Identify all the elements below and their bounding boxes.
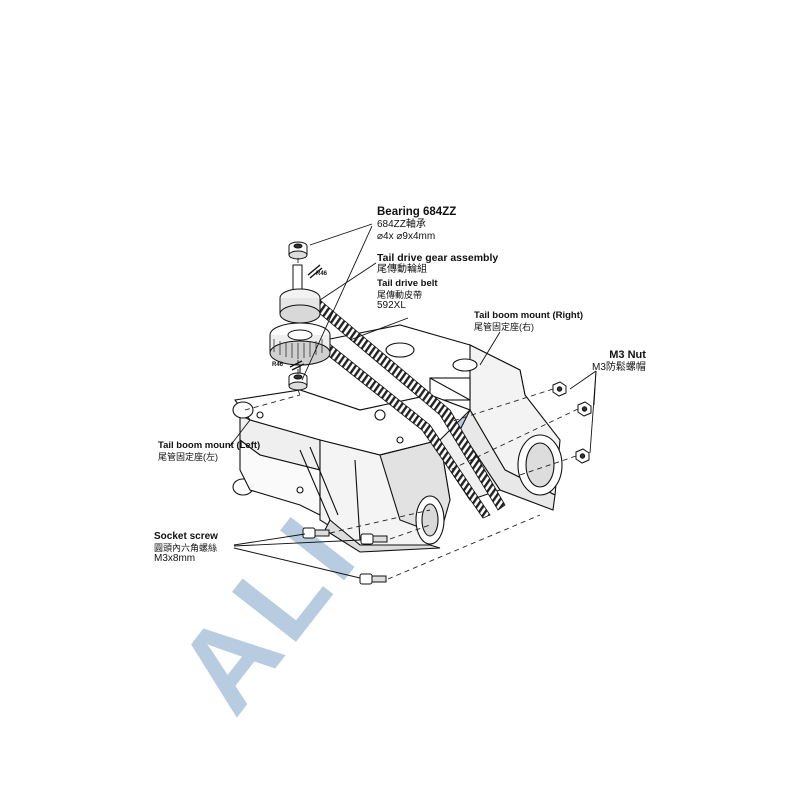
- tail-drive-gear-label-zh: 尾傳動輪組: [377, 264, 427, 276]
- tail-drive-belt-label: Tail drive belt 尾傳動皮帶 592XL: [377, 278, 438, 312]
- bearing-label-spec: ⌀4x ⌀9x4mm: [377, 230, 436, 242]
- bearing-label-zh: 684ZZ軸承: [377, 219, 426, 231]
- socket-screw-label-spec: M3x8mm: [154, 552, 196, 564]
- tail-boom-mount-right-label: Tail boom mount (Right) 尾管固定座(右): [474, 310, 584, 332]
- tail-boom-mount-left-label-en: Tail boom mount (Left): [158, 440, 261, 451]
- socket-screw-label: Socket screw 圓頭內六角螺絲 M3x8mm: [154, 531, 218, 564]
- tail-drive-belt-label-en: Tail drive belt: [377, 278, 438, 289]
- tail-boom-mount-left-label: Tail boom mount (Left) 尾管固定座(左): [158, 440, 261, 462]
- bearing-upper-part: [288, 241, 308, 260]
- socket-screw-1-part: [302, 527, 330, 539]
- tail-drive-gear-label: Tail drive gear assembly 尾傳動輪組: [377, 252, 498, 276]
- socket-screw-label-en: Socket screw: [154, 531, 218, 542]
- socket-screw-label-zh: 圓頭內六角螺絲: [154, 542, 218, 553]
- clip-upper-part: [307, 264, 323, 279]
- assembly-dashed-lines: [244, 258, 579, 580]
- m3-nut-label-en: M3 Nut: [609, 349, 646, 361]
- leader-lines: [229, 223, 597, 579]
- clip-lower-part: [289, 360, 305, 371]
- tail-boom-mount-left-part: [232, 389, 471, 553]
- m3-nut-label-zh: M3防鬆螺帽: [592, 361, 646, 373]
- tail-drive-belt-label-zh: 尾傳動皮帶: [377, 289, 423, 300]
- m3-nuts-part: [552, 381, 592, 464]
- tail-drive-gear-part: [269, 264, 331, 366]
- tail-drive-belt-label-spec: 592XL: [377, 300, 406, 312]
- tail-boom-mount-right-label-en: Tail boom mount (Right): [474, 310, 584, 321]
- tail-drive-gear-label-en: Tail drive gear assembly: [377, 252, 499, 264]
- bearing-lower-part: [288, 372, 308, 391]
- clip-label-upper: R46: [316, 271, 328, 277]
- socket-screw-2-part: [360, 533, 388, 545]
- socket-screw-3-part: [359, 573, 387, 585]
- tail-boom-mount-left-label-zh: 尾管固定座(左): [158, 451, 218, 462]
- tail-boom-mount-right-label-zh: 尾管固定座(右): [474, 321, 534, 332]
- m3-nut-label: M3 Nut M3防鬆螺帽: [592, 349, 646, 373]
- bearing-label-en: Bearing 684ZZ: [377, 206, 457, 218]
- tail-boom-mount-right-part: [299, 324, 563, 511]
- clip-label-lower: R46: [272, 362, 284, 368]
- bearing-label: Bearing 684ZZ 684ZZ軸承 ⌀4x ⌀9x4mm: [377, 206, 456, 242]
